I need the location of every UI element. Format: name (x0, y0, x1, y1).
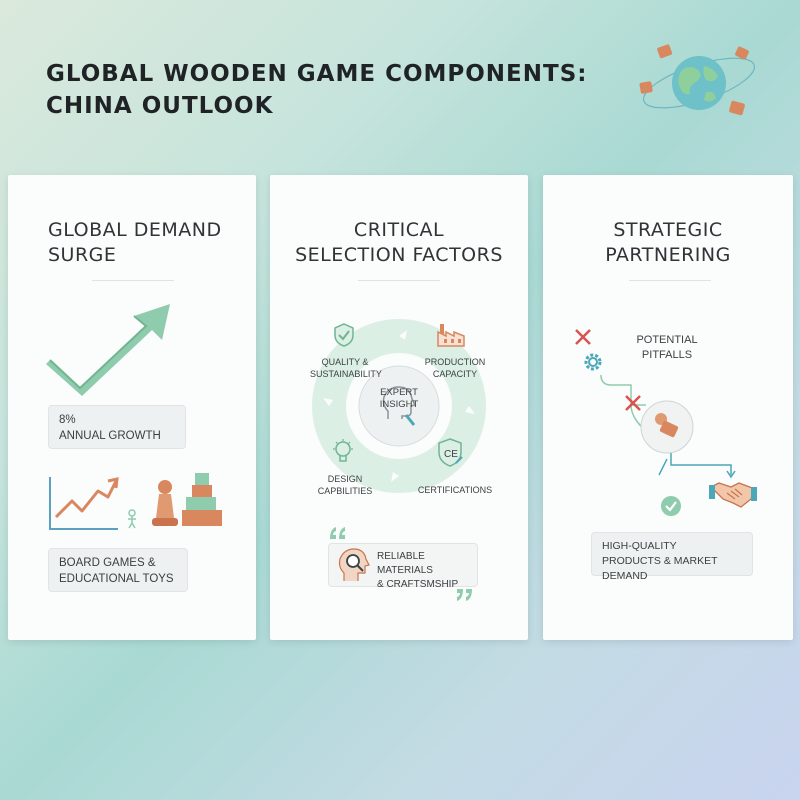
factor-cycle-diagram (308, 315, 490, 497)
quote-close-icon (454, 587, 474, 603)
growth-stat-box: 8% ANNUAL GROWTH (48, 405, 186, 449)
card-title: CRITICAL SELECTION FACTORS (270, 218, 528, 268)
center-line-2: INSIGHT (379, 399, 419, 410)
card-title-line-1: STRATEGIC (613, 219, 723, 241)
category-box: BOARD GAMES & EDUCATIONAL TOYS (48, 548, 188, 592)
head-magnifier-icon (374, 379, 424, 429)
result-line-1: HIGH-QUALITY (602, 540, 677, 552)
pitfalls-line-2: PITFALLS (641, 349, 693, 361)
factor-production-line-1: PRODUCTION (424, 357, 486, 367)
category-line-2: EDUCATIONAL TOYS (59, 573, 174, 585)
globe-icon (632, 36, 762, 126)
shield-check-icon (332, 322, 356, 348)
factor-quality-line-2: SUSTAINABILITY (310, 369, 382, 379)
card-global-demand: GLOBAL DEMAND SURGE 8% ANNUAL GROWTH (8, 175, 256, 640)
card-title-line-2: SELECTION FACTORS (295, 244, 503, 266)
card-title: STRATEGIC PARTNERING (543, 218, 793, 268)
factor-certifications-label: CERTIFICATIONS (417, 485, 493, 495)
page-title-line-1: GLOBAL WOODEN GAME COMPONENTS: (46, 61, 588, 87)
card-strategic-partnering: STRATEGIC PARTNERING POTENTIAL PITFALLS (543, 175, 793, 640)
result-line-2: PRODUCTS & MARKET DEMAND (602, 555, 718, 582)
checkmark-icon (660, 495, 682, 517)
x-mark-icon (623, 393, 643, 413)
ce-certificate-icon: CE (436, 437, 464, 469)
center-expert-label: EXPERT INSIGHT (370, 387, 428, 411)
trend-arrow-icon (46, 300, 176, 400)
divider (358, 280, 440, 281)
category-line-1: BOARD GAMES & (59, 557, 156, 569)
card-title-line-1: GLOBAL DEMAND (48, 219, 222, 241)
lightbulb-icon (332, 439, 354, 467)
line-chart-icon (46, 473, 122, 533)
card-title: GLOBAL DEMAND SURGE (48, 218, 256, 268)
result-box: HIGH-QUALITY PRODUCTS & MARKET DEMAND (591, 532, 753, 582)
factor-design-line-2: CAPBILITIES (317, 486, 373, 496)
head-magnifier-icon (336, 545, 372, 583)
factor-quality-label: QUALITY & SUSTAINABILITY (310, 356, 382, 380)
x-mark-icon (573, 327, 593, 347)
pawn-icon (148, 478, 182, 528)
factor-production-line-2: CAPACITY (432, 369, 478, 379)
factor-design-line-1: DESIGN (327, 474, 363, 484)
factor-design-label: DESIGN CAPBILITIES (310, 473, 380, 497)
center-line-1: EXPERT (380, 387, 418, 398)
pitfalls-line-1: POTENTIAL (636, 334, 698, 346)
blocks-icon (182, 471, 224, 529)
page-title-line-2: CHINA OUTLOOK (46, 93, 274, 119)
handshake-icon (709, 477, 757, 511)
wood-component-badge (639, 399, 695, 455)
factor-production-label: PRODUCTION CAPACITY (420, 356, 490, 380)
svg-text:CE: CE (444, 449, 458, 460)
card-title-line-2: SURGE (48, 244, 117, 266)
divider (92, 280, 174, 281)
divider (629, 280, 711, 281)
person-icon (126, 509, 138, 529)
quote-line-1: RELIABLE MATERIALS (377, 551, 433, 576)
pitfalls-label: POTENTIAL PITFALLS (623, 333, 711, 363)
card-selection-factors: CRITICAL SELECTION FACTORS QUALITY & SUS… (270, 175, 528, 640)
page-title: GLOBAL WOODEN GAME COMPONENTS: CHINA OUT… (46, 58, 588, 122)
card-title-line-2: PARTNERING (605, 244, 731, 266)
quote-line-2: & CRAFTSMSHIP (377, 579, 459, 590)
gear-icon (580, 349, 606, 375)
quote-open-icon (328, 525, 348, 541)
factor-quality-line-1: QUALITY & (321, 357, 369, 367)
growth-stat-value: 8% (59, 414, 76, 426)
growth-stat-label: ANNUAL GROWTH (59, 430, 161, 442)
factory-icon (436, 318, 466, 348)
card-title-line-1: CRITICAL (353, 219, 445, 241)
